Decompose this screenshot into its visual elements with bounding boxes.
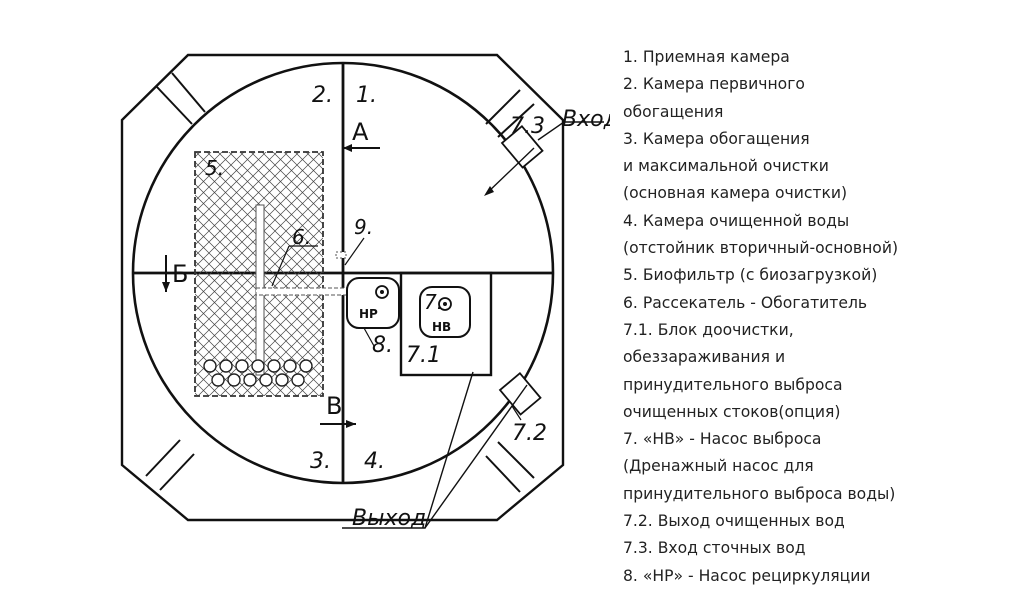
tag-4: 4.	[364, 449, 385, 474]
tag-1: 1.	[356, 83, 377, 108]
septic-tank-plan-drawing: А Б В НР НВ 1. 2. 3. 4.	[120, 53, 610, 531]
legend-line: принудительного выброса	[623, 375, 843, 394]
legend-line: 4. Камера очищенной воды	[623, 211, 850, 230]
discharge-pump-block	[419, 286, 471, 338]
legend-line: 1. Приемная камера	[623, 48, 790, 66]
section-mark-b-left: Б	[172, 260, 188, 288]
legend-line: (основная камера очистки)	[623, 184, 848, 203]
tag-3: 3.	[310, 449, 331, 474]
tag-2: 2.	[312, 83, 333, 108]
corner-braces	[145, 72, 535, 493]
inlet-pipe	[500, 125, 544, 169]
legend-line: 5. Биофильтр (с биозагрузкой)	[623, 266, 878, 285]
legend-list: 1. Приемная камера 2. Камера первичного …	[623, 44, 1018, 590]
legend-line: 3. Камера обогащения	[623, 129, 810, 148]
bio-load-rings	[203, 359, 313, 387]
tag-7-1: 7.1	[406, 343, 441, 368]
section-mark-a: А	[352, 118, 369, 146]
legend-line: обогащения	[623, 102, 724, 121]
legend-line: очищенных стоков(опция)	[623, 402, 841, 421]
outlet-label: Выход	[352, 506, 426, 531]
legend-line: 7. «НВ» - Насос выброса	[623, 430, 822, 449]
legend-line: принудительного выброса воды)	[623, 484, 896, 503]
legend-line: 6. Рассекатель - Обогатитель	[623, 293, 868, 312]
legend-line: (отстойник вторичный-основной)	[623, 239, 899, 258]
legend-line: обеззараживания и	[623, 348, 786, 367]
tag-9: 9.	[354, 215, 373, 239]
legend-line: и максимальной очистки	[623, 157, 829, 176]
hp-pump-icon	[375, 285, 389, 299]
legend-line: 2. Камера первичного	[623, 75, 805, 94]
pump-hv-label: НВ	[432, 320, 451, 334]
tank-housing-outline	[120, 53, 565, 522]
legend-line: 8. «НР» - Насос рециркуляции	[623, 566, 871, 585]
section-mark-b-bottom: В	[326, 392, 342, 420]
legend-line: (Дренажный насос для	[623, 457, 814, 476]
legend-line: 7.3. Вход сточных вод	[623, 539, 806, 558]
post-treatment-block	[399, 271, 493, 377]
pump-hp-label: НР	[359, 307, 378, 321]
tag-5: 5.	[205, 156, 224, 180]
tag-7-2: 7.2	[512, 421, 547, 446]
recirculation-pump-block	[346, 277, 400, 329]
inlet-label: Вход	[562, 107, 610, 132]
legend-line: 7.2. Выход очищенных вод	[623, 512, 845, 531]
tag-8: 8.	[372, 333, 393, 358]
tag-7: 7.	[424, 290, 443, 314]
tag-7-3: 7.3	[510, 114, 545, 139]
tag-6: 6.	[292, 225, 311, 249]
legend-line: 7.1. Блок доочистки,	[623, 320, 794, 339]
hv-pump-icon	[438, 297, 452, 311]
